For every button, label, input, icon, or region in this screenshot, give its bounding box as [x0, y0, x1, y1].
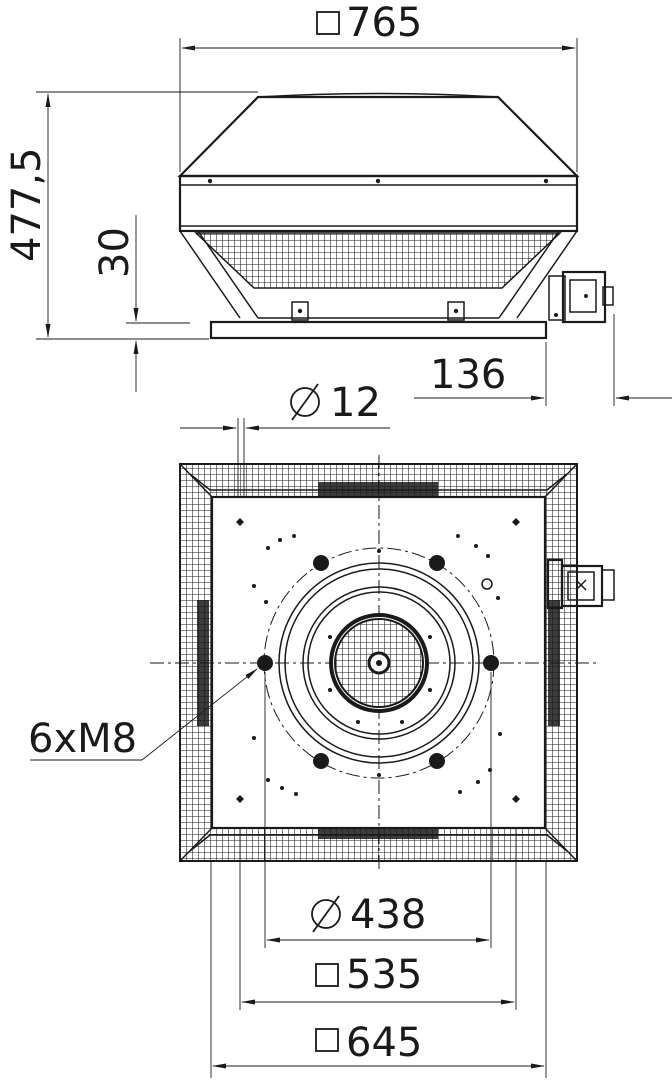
hole-m8: [257, 655, 273, 671]
dim-top-width: 765: [346, 0, 422, 46]
square-symbol: [316, 11, 340, 35]
diameter-symbol: [290, 383, 320, 421]
dim-box-offset: 136: [430, 352, 506, 398]
label-holes: 6xM8: [28, 716, 137, 762]
dim-hole-diameter: 12: [330, 380, 381, 426]
bracket-left: [291, 301, 309, 321]
diameter-symbol: [311, 895, 341, 933]
dim-bolt-circle: 438: [350, 892, 426, 938]
dim-inner-square: 535: [346, 952, 422, 998]
base-plate: [209, 320, 548, 340]
side-view: 765 477,5 30 136: [4, 0, 672, 406]
mounting-holes: [257, 555, 499, 769]
top-view: 12 6xM8 438 535: [28, 380, 615, 1078]
hole-m8: [429, 555, 445, 571]
square-symbol: [315, 963, 339, 987]
dimension-30: 30: [92, 215, 190, 392]
dimension-645: 645: [210, 862, 547, 1078]
fan-cap: [177, 95, 580, 178]
dimension-477-5: 477,5: [4, 91, 258, 340]
dimension-765: 765: [179, 0, 578, 172]
hole-m8: [483, 655, 499, 671]
square-symbol: [315, 1028, 339, 1052]
dimension-535: 535: [239, 829, 517, 1010]
dimension-136: 136: [414, 314, 672, 406]
dim-base-height: 30: [92, 227, 138, 278]
hole-m8: [313, 753, 329, 769]
terminal-box-side: [548, 270, 614, 324]
leader-6xm8: 6xM8: [28, 668, 258, 762]
motor-hub: [329, 613, 429, 713]
dimension-12: 12: [180, 380, 390, 498]
bracket-right: [447, 301, 465, 321]
side-grille: [194, 232, 562, 289]
terminal-box-top: [546, 558, 615, 610]
dim-outer-square: 645: [346, 1020, 422, 1066]
hole-m8: [313, 555, 329, 571]
fan-housing-band: [178, 174, 579, 233]
dimension-438: 438: [264, 672, 492, 948]
dim-height: 477,5: [4, 147, 50, 262]
hole-m8: [429, 753, 445, 769]
